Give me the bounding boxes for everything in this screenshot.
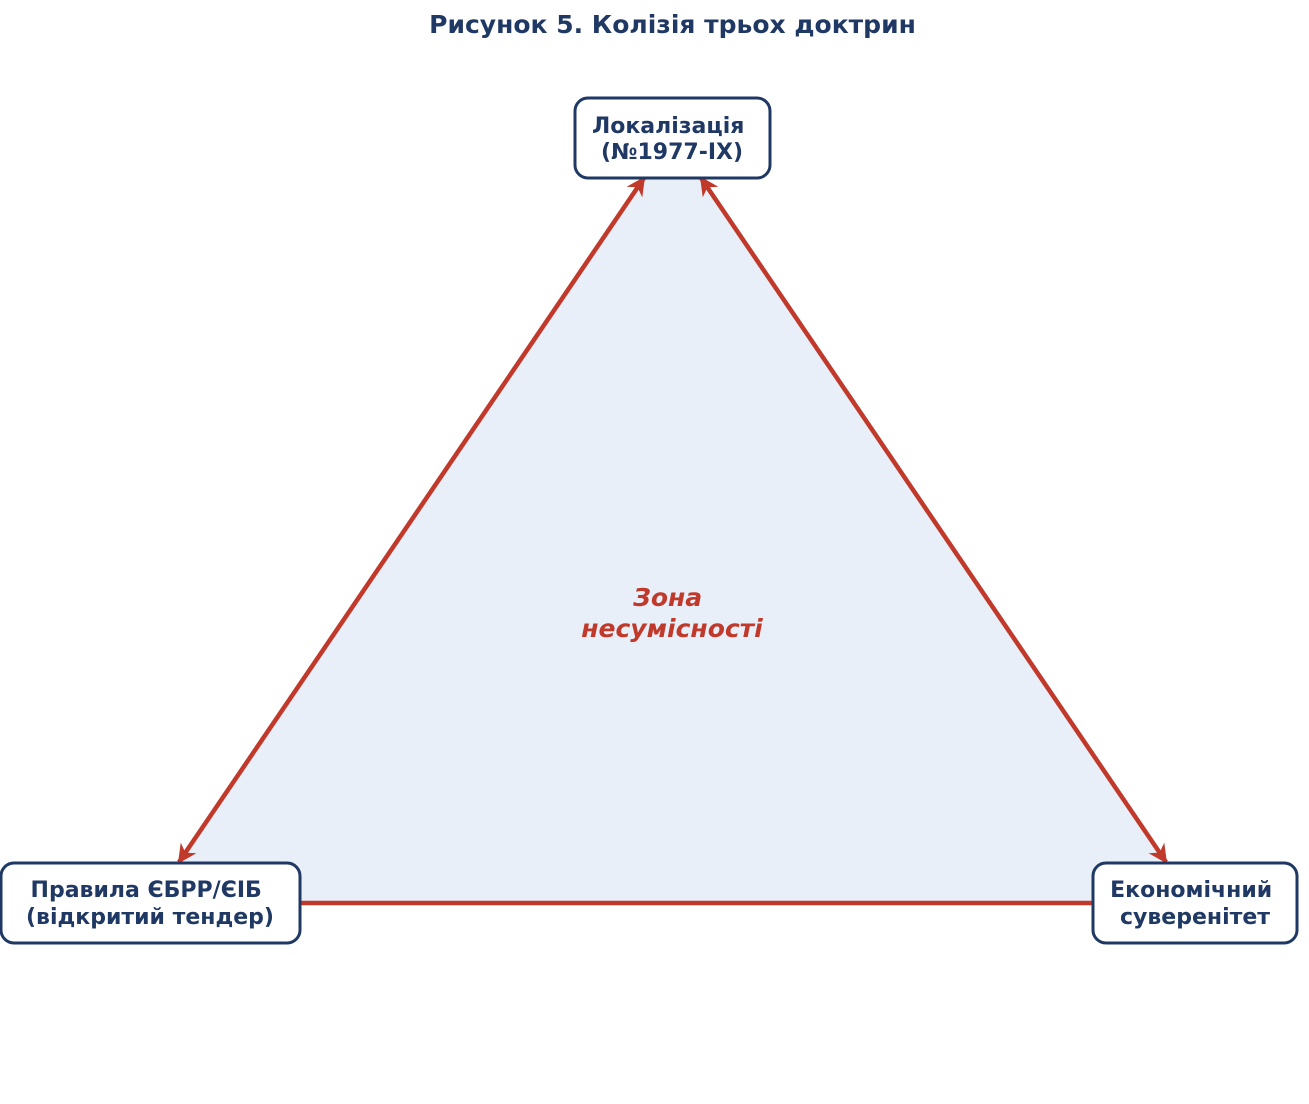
node-ebrd-eib-rules-label: Правила ЄБРР/ЄІБ (відкритий тендер) (26, 878, 274, 930)
incompatibility-zone (150, 138, 1195, 903)
zone-label-line1: Зона (632, 583, 702, 612)
node-economic-sovereignty-line2: суверенітет (1120, 905, 1270, 930)
node-economic-sovereignty: Економічний суверенітет (1091, 861, 1299, 945)
node-economic-sovereignty-label: Економічний суверенітет (1110, 878, 1280, 930)
node-localization-line1: Локалізація (592, 114, 744, 139)
edge-localization-sovereignty (699, 176, 1168, 864)
node-localization-label: Локалізація (№1977-IX) (592, 114, 752, 165)
node-ebrd-eib-rules-line2: (відкритий тендер) (26, 905, 274, 930)
node-ebrd-eib-rules: Правила ЄБРР/ЄІБ (відкритий тендер) (0, 861, 302, 945)
node-localization-line2: (№1977-IX) (601, 140, 743, 165)
node-economic-sovereignty-box (1091, 861, 1299, 945)
zone-label-line2: несумісності (581, 614, 763, 643)
figure-title: Рисунок 5. Колізія трьох доктрин (429, 10, 916, 39)
zone-label: Зона несумісності (581, 583, 763, 643)
node-economic-sovereignty-line1: Економічний (1110, 878, 1272, 903)
node-ebrd-eib-rules-box (0, 861, 302, 945)
edge-localization-ebrd (177, 176, 646, 864)
node-ebrd-eib-rules-line1: Правила ЄБРР/ЄІБ (31, 878, 262, 903)
node-localization-box (573, 96, 772, 180)
node-localization: Локалізація (№1977-IX) (573, 96, 772, 180)
